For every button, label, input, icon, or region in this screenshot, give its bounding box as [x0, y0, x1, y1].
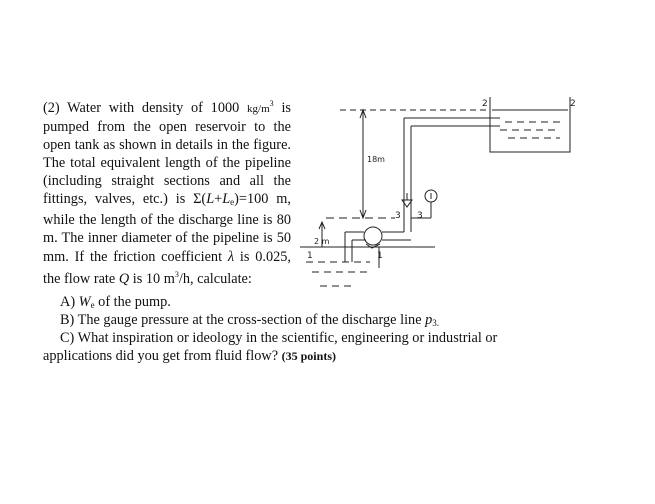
pump-body: [363, 226, 383, 246]
points-label: (35 points): [281, 349, 336, 363]
problem-text-line: flow rate: [64, 270, 119, 287]
plus-sign: +: [214, 191, 223, 208]
reservoir-water-hatching: [306, 261, 370, 287]
section-1-label-right: 1: [377, 251, 383, 261]
problem-text-line: the open tank as shown in details in the: [43, 118, 291, 153]
height-2-arrow-top: [318, 220, 326, 230]
equivalent-length-symbol: L: [222, 191, 231, 208]
section-2-label-left: 2: [482, 99, 488, 109]
height-18-arrow-top: [359, 108, 367, 119]
question-c-line1: C) What inspiration or ideology in the s…: [60, 330, 498, 346]
question-a: A) We of the pump.: [60, 293, 171, 314]
upper-tank: [489, 97, 571, 153]
pressure-symbol: p: [425, 312, 433, 328]
pump-base: [365, 243, 381, 249]
question-b-text: B) The gauge pressure at the cross-secti…: [60, 312, 426, 328]
length-symbol: L: [206, 191, 215, 208]
problem-text-line: is pumped from the open reservoir to: [43, 99, 291, 135]
problem-text-line: figure. The total equivalent length of: [43, 136, 291, 172]
problem-text-line: (2) Water with density of 1000: [43, 99, 248, 116]
question-a-prefix: A): [60, 294, 79, 310]
flow-unit-exponent: 3: [174, 269, 179, 279]
question-a-text: of the pump.: [94, 294, 171, 310]
section-1-label-left: 1: [307, 251, 313, 261]
question-b: B) The gauge pressure at the cross-secti…: [60, 311, 439, 332]
tank-water-hatching: [500, 121, 560, 139]
height-18-arrow-bottom: [359, 209, 367, 220]
problem-text-line: /h, calculate:: [178, 270, 252, 287]
density-unit: kg/m: [247, 102, 270, 115]
work-subscript: e: [90, 300, 95, 310]
height-2m-label: 2 m: [314, 237, 330, 246]
problem-text-line: )=100 m, while the length of: [43, 191, 291, 229]
pressure-subscript: 3.: [432, 318, 440, 328]
problem-text-line: sections and all the fittings, valves, e…: [43, 173, 291, 208]
problem-text-line: diameter of the pipeline is 50 mm. If: [43, 230, 291, 265]
problem-text-line: the friction coefficient: [90, 248, 228, 265]
section-3-label-right: 3: [417, 211, 423, 221]
problem-text-line: is 0.025, the: [43, 248, 291, 287]
section-3-label-left: 3: [395, 211, 401, 221]
problem-text-line: the discharge line is 80 m. The inner: [43, 212, 291, 247]
question-c-line2: applications did you get from fluid flow…: [43, 348, 282, 364]
question-c-continued: applications did you get from fluid flow…: [43, 347, 336, 365]
equivalent-length-subscript: e: [230, 197, 235, 208]
density-unit-exponent: 3: [269, 99, 274, 108]
work-symbol: W: [78, 294, 91, 310]
problem-text-line: is 10 m: [129, 270, 175, 287]
problem-statement: (2) Water with density of 1000 kg/m3 is …: [43, 95, 291, 287]
height-18m-label: 18m: [367, 155, 385, 164]
question-c: C) What inspiration or ideology in the s…: [43, 329, 583, 347]
flow-rate-symbol: Q: [118, 270, 130, 287]
section-2-label-right: 2: [570, 99, 576, 109]
friction-coefficient-symbol: λ: [227, 248, 235, 265]
problem-text-line: is Σ(: [175, 191, 207, 208]
problem-text-line: the pipeline (including straight: [43, 155, 292, 190]
